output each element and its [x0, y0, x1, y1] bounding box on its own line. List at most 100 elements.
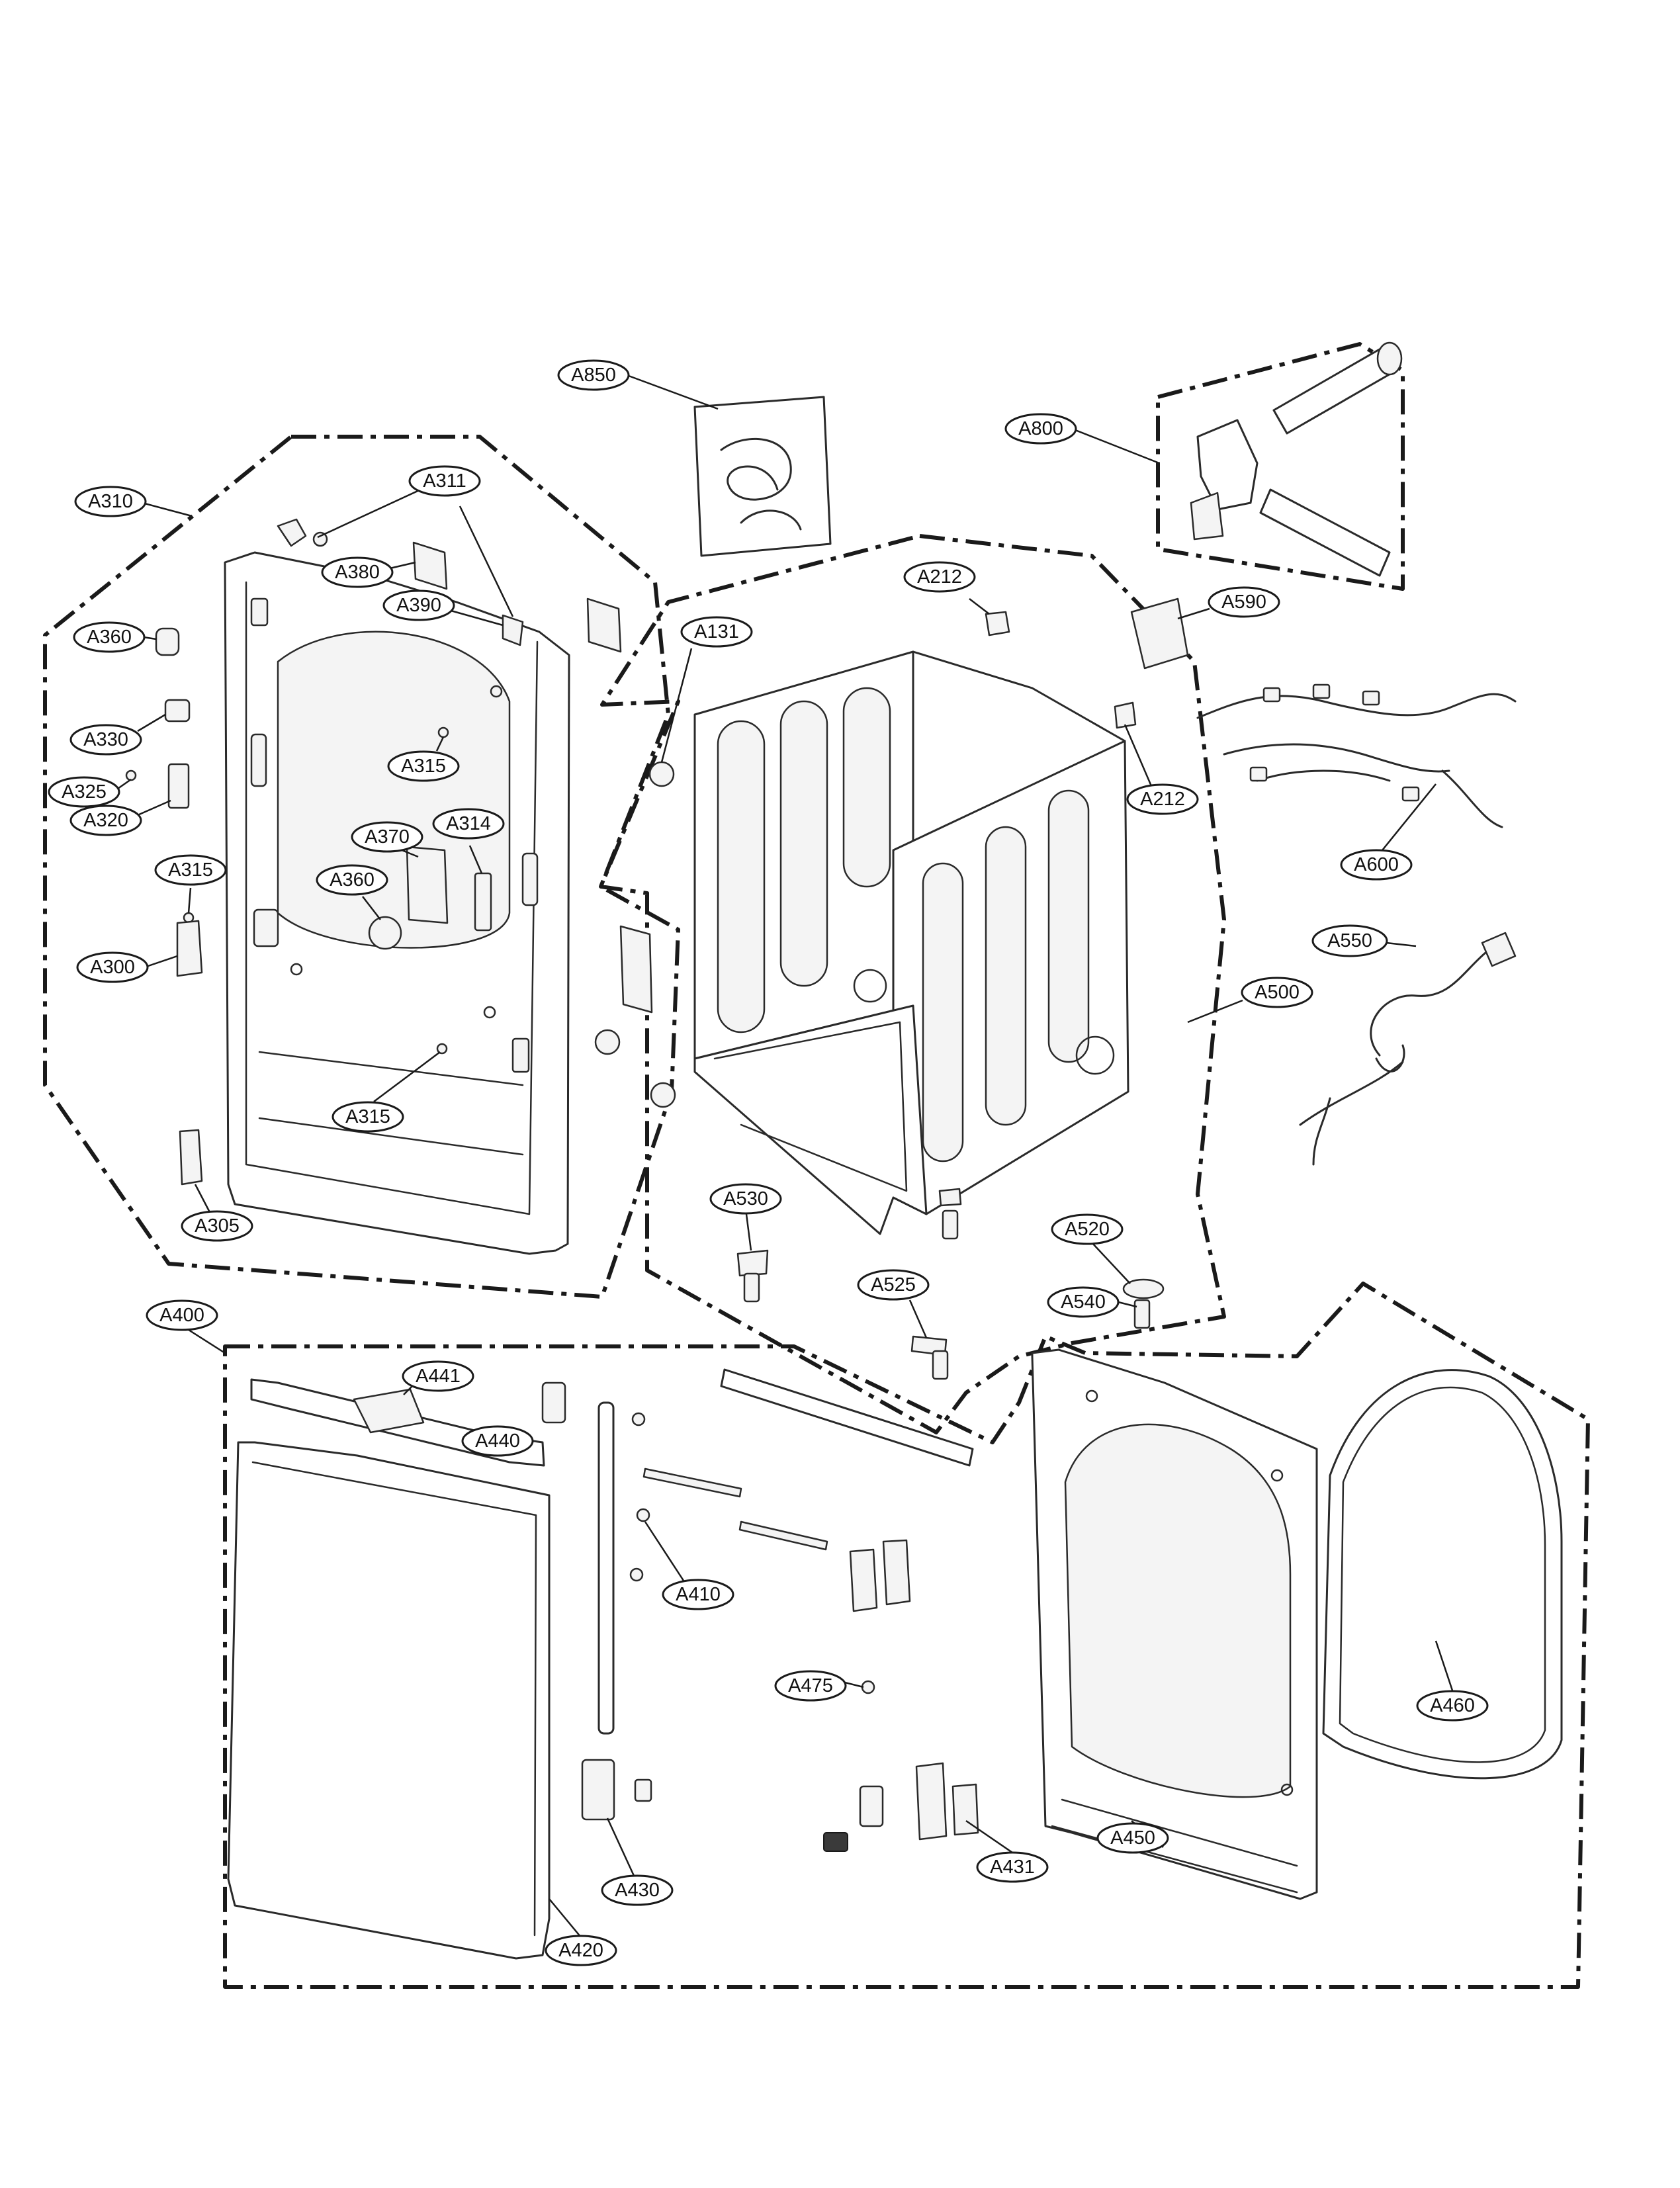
- power-cord-plug: [1481, 932, 1517, 967]
- screw-a410-1: [631, 1412, 646, 1426]
- svg-text:A525: A525: [871, 1274, 916, 1295]
- callout-a525: A525: [857, 1269, 930, 1301]
- svg-text:A430: A430: [615, 1880, 660, 1901]
- svg-text:A550: A550: [1327, 930, 1372, 951]
- cabinet-rib-3: [842, 687, 891, 888]
- callout-a330: A330: [69, 724, 142, 756]
- front-panel-hole-1: [290, 963, 303, 976]
- hinge-plate-right: [619, 925, 653, 1014]
- callout-a520: A520: [1051, 1213, 1124, 1245]
- leader-a540: [1118, 1301, 1137, 1308]
- svg-text:A450: A450: [1110, 1827, 1155, 1849]
- front-panel-lock-slot: [253, 908, 279, 947]
- callout-a320: A320: [69, 805, 142, 836]
- harness-connector-2: [1312, 683, 1331, 699]
- front-bulkhead-assembly: [1031, 1348, 1563, 1900]
- callout-a460: A460: [1416, 1690, 1489, 1722]
- leader-a420: [549, 1898, 582, 1938]
- roller-right: [594, 1029, 621, 1055]
- parts-bag-assembly: [693, 396, 832, 557]
- svg-text:A540: A540: [1061, 1291, 1106, 1313]
- door-latch-body: [849, 1548, 878, 1612]
- callout-a590: A590: [1208, 586, 1280, 618]
- svg-text:A325: A325: [62, 781, 107, 803]
- leader-a305: [194, 1184, 213, 1217]
- callout-a390: A390: [382, 590, 455, 621]
- door-lower-clip-2: [823, 1832, 848, 1852]
- leader-a300: [144, 955, 178, 969]
- svg-text:A300: A300: [90, 957, 135, 978]
- callout-a500: A500: [1241, 977, 1313, 1008]
- svg-text:A520: A520: [1065, 1219, 1110, 1240]
- svg-text:A315: A315: [345, 1106, 390, 1127]
- leader-a360-top: [143, 636, 157, 640]
- leader-a310: [142, 502, 193, 517]
- svg-text:A800: A800: [1018, 418, 1063, 439]
- vent-clamp: [1190, 492, 1224, 541]
- callout-a311: A311: [408, 465, 481, 497]
- door-lower-clip-1: [859, 1785, 884, 1827]
- door-hinge-screw: [634, 1778, 652, 1802]
- vent-tube-lower: [1259, 488, 1391, 577]
- svg-text:A431: A431: [990, 1857, 1035, 1878]
- svg-text:A850: A850: [571, 365, 616, 386]
- harness-connector-4: [1249, 766, 1268, 782]
- door-panel-inner-edge: [251, 1461, 537, 1937]
- svg-text:A320: A320: [83, 810, 128, 831]
- cabinet-rib-4: [922, 862, 964, 1162]
- door-hinge-a430: [581, 1759, 615, 1821]
- front-bulkhead-flange: [1051, 1798, 1298, 1894]
- callout-a431: A431: [976, 1851, 1049, 1883]
- leader-a311-a: [317, 487, 424, 539]
- svg-text:A212: A212: [917, 566, 962, 588]
- clip-a390: [502, 614, 524, 646]
- svg-text:A500: A500: [1255, 982, 1300, 1003]
- screw-a410-3: [629, 1567, 644, 1582]
- grommet-lower: [650, 1082, 676, 1108]
- callout-a400: A400: [146, 1299, 218, 1331]
- bracket-foot-top: [938, 1188, 962, 1207]
- svg-text:A390: A390: [396, 595, 441, 616]
- leader-a212-top: [969, 598, 990, 615]
- door-hinge-a431-1: [915, 1762, 948, 1841]
- latch-a300: [176, 920, 203, 977]
- svg-text:A315: A315: [168, 859, 213, 881]
- washer-a520: [1122, 1278, 1165, 1299]
- cabinet-assembly: [648, 611, 1137, 1235]
- callout-a360-mid: A360: [316, 864, 388, 896]
- clip-a212-side: [1114, 701, 1137, 729]
- harness-connector-3: [1362, 690, 1380, 706]
- door-hinge-a431-2: [951, 1783, 979, 1836]
- callout-a441: A441: [402, 1360, 474, 1392]
- svg-text:A370: A370: [365, 826, 410, 848]
- grommet-a131: [648, 761, 675, 787]
- lock-a320: [167, 763, 190, 809]
- svg-text:A311: A311: [423, 470, 466, 492]
- leader-a431: [965, 1819, 1013, 1854]
- lens-a370: [406, 846, 449, 924]
- window-a314: [474, 872, 492, 932]
- callout-a315-upper: A315: [387, 750, 460, 782]
- callout-a131: A131: [680, 616, 753, 648]
- door-rail: [720, 1368, 974, 1467]
- front-panel-hole-3: [490, 685, 503, 698]
- callout-a850: A850: [557, 359, 630, 391]
- group-boundaries: [43, 342, 1590, 1989]
- wire-harness-a600: [1196, 693, 1517, 828]
- cabinet-rib-2: [779, 700, 828, 987]
- callout-a315-lower: A315: [332, 1101, 404, 1133]
- callout-a530: A530: [709, 1183, 782, 1215]
- bracket-a305: [179, 1129, 203, 1186]
- callout-a370: A370: [351, 821, 423, 853]
- harness-assembly: [1130, 597, 1517, 1166]
- cabinet-knockout: [1075, 1035, 1115, 1075]
- vent-kit-group-boundary: [1156, 342, 1405, 591]
- leader-a315-upper: [435, 736, 445, 752]
- leader-a320: [137, 799, 171, 816]
- clip-a311-left: [277, 518, 307, 547]
- svg-text:A530: A530: [723, 1188, 768, 1209]
- screw-a311: [312, 531, 328, 547]
- leader-a330: [137, 713, 166, 732]
- foot-a540: [1133, 1299, 1151, 1329]
